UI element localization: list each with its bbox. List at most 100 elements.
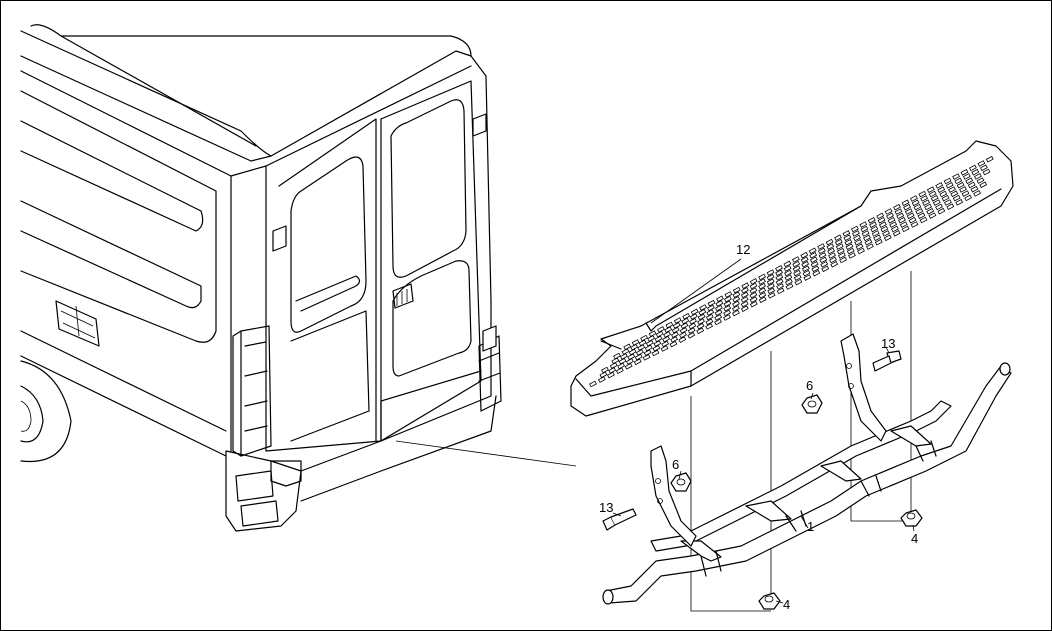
tread-slot: [952, 194, 961, 202]
tread-slot: [687, 332, 696, 339]
tread-slot: [937, 186, 946, 193]
tread-slot: [948, 186, 956, 193]
tread-slot: [839, 256, 847, 264]
tread-slot: [766, 269, 775, 276]
tread-slot: [910, 195, 918, 202]
nut-4-right: [900, 509, 923, 527]
tread-slot: [922, 199, 930, 206]
tread-slot: [917, 212, 926, 219]
tread-slot: [828, 252, 836, 259]
tread-slot: [657, 326, 665, 333]
tread-slot: [714, 309, 723, 316]
tread-slot: [723, 305, 732, 312]
tread-slot: [817, 243, 825, 250]
tread-slot: [679, 331, 687, 339]
tread-slot: [643, 349, 652, 356]
tread-slot: [893, 203, 901, 211]
tread-slot: [944, 199, 952, 206]
tread-slot: [775, 269, 783, 277]
tread-slot: [794, 278, 803, 286]
tread-slot: [851, 225, 859, 233]
callout-13-left: 13: [599, 500, 613, 515]
tread-slot: [820, 261, 829, 268]
tread-slot: [899, 221, 908, 228]
tread-slot: [776, 287, 785, 295]
tread-slot: [977, 160, 986, 167]
tread-slot: [889, 221, 898, 228]
callout-4-right: 4: [911, 531, 918, 546]
tread-slot: [767, 283, 775, 290]
tread-slot: [982, 168, 991, 176]
tread-slot: [749, 300, 758, 308]
tread-slot: [834, 234, 842, 241]
tread-slot: [628, 348, 637, 356]
tread-slot: [645, 339, 654, 347]
tread-slot: [827, 247, 835, 255]
tread-slot: [800, 251, 809, 259]
tread-slot: [758, 278, 766, 285]
tread-slot: [970, 185, 979, 193]
tread-slot: [679, 327, 688, 334]
tread-slot: [924, 203, 932, 211]
tread-slot: [904, 208, 913, 215]
tread-slot: [617, 362, 625, 370]
tread-slot: [894, 208, 903, 215]
tread-slot: [598, 376, 606, 383]
tread-slot: [680, 322, 689, 329]
tread-slot: [971, 168, 980, 176]
tread-slot: [648, 330, 657, 337]
tread-slot: [852, 230, 860, 237]
tread-slot: [627, 353, 636, 361]
tread-slot: [749, 287, 758, 294]
tread-slot: [883, 234, 892, 242]
tread-slot: [740, 296, 749, 303]
tread-slot: [638, 339, 647, 347]
tread-slot: [819, 256, 828, 264]
tread-slot: [952, 173, 960, 180]
tread-slot: [886, 212, 894, 220]
tread-slot: [802, 269, 811, 277]
tread-slot: [749, 278, 758, 285]
bolt-13-right: [872, 350, 902, 372]
callout-leaders: [612, 258, 915, 604]
tread-slot: [809, 256, 818, 264]
tread-slot: [898, 216, 906, 224]
tread-slot: [926, 208, 935, 215]
tread-slot: [640, 334, 648, 342]
tread-slot: [652, 345, 661, 352]
tread-slot: [792, 256, 800, 263]
tread-slot: [689, 313, 698, 320]
tread-slot: [960, 169, 969, 176]
tread-slot: [812, 269, 821, 277]
tread-slot: [740, 291, 749, 299]
tread-slot: [876, 212, 885, 220]
tread-slot: [901, 225, 910, 233]
nut-6-right: [801, 394, 823, 414]
tread-slot: [689, 318, 697, 325]
tread-slot: [732, 300, 740, 308]
tread-slot: [941, 194, 950, 202]
tread-slot: [678, 336, 687, 343]
step-tread-plate: [570, 140, 1014, 417]
tread-slot: [792, 265, 801, 272]
tread-slot: [784, 269, 792, 277]
tread-slot: [723, 309, 731, 317]
tread-slot: [818, 252, 827, 259]
tread-slot: [910, 221, 919, 228]
tread-slot: [715, 304, 723, 312]
tread-slot: [599, 371, 608, 379]
tread-slot: [669, 340, 678, 348]
tread-slot: [845, 243, 854, 250]
tread-slot: [969, 164, 977, 172]
tread-slot: [589, 380, 597, 388]
tread-slot: [985, 155, 994, 163]
tread-slot: [707, 304, 715, 312]
tread-slot: [877, 217, 886, 224]
tread-slot: [732, 305, 740, 312]
tread-slot: [860, 225, 869, 233]
tread-slot: [749, 296, 758, 303]
tread-slot: [956, 181, 965, 189]
tread-slot: [706, 309, 715, 316]
tread-slot: [836, 247, 845, 255]
